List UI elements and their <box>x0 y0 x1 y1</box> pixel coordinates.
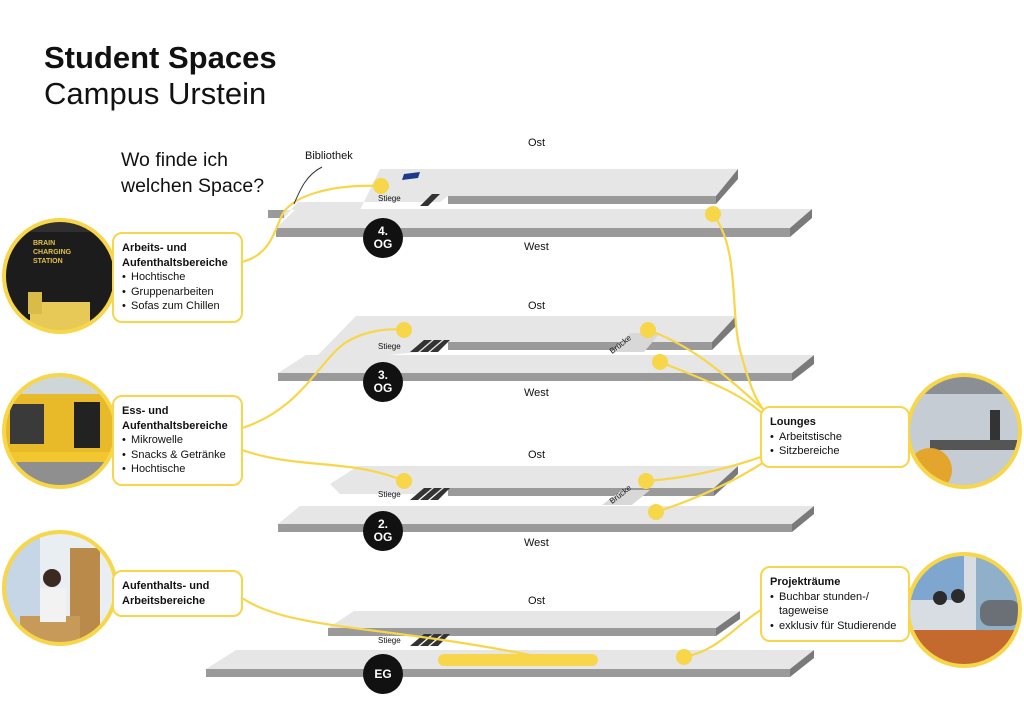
card-list: Hochtische Gruppenarbeiten Sofas zum Chi… <box>122 270 233 314</box>
card-projektraeume: Projekträume Buchbar stunden-/ tageweise… <box>760 566 910 643</box>
label-stiege-3og: Stiege <box>378 342 401 351</box>
location-dot-icon <box>373 178 721 665</box>
floor-2og-bridge <box>602 490 650 505</box>
photo-kitchen-area <box>4 375 116 487</box>
label-ost-4og: Ost <box>528 137 546 149</box>
label-stiege-4og: Stiege <box>378 194 401 203</box>
label-ost-eg: Ost <box>528 595 546 607</box>
card-eg-aufenthaltsbereiche: Aufenthalts- und Arbeitsbereiche <box>112 570 243 618</box>
card-heading: Aufenthaltsbereiche <box>122 256 228 269</box>
card-list: Buchbar stunden-/ tageweise exklusiv für… <box>770 590 900 634</box>
bibliothek-pointer <box>293 166 323 205</box>
floor-badge-suffix: OG <box>373 530 393 544</box>
list-item: Hochtische <box>122 270 233 285</box>
floor-badge-suffix: OG <box>373 237 393 251</box>
floor-badge-number: 3. <box>377 368 388 382</box>
label-stiege-2og: Stiege <box>378 490 401 499</box>
brain-charging-sign: BRAIN CHARGING STATION <box>33 239 71 266</box>
card-heading: Ess- und <box>122 405 169 417</box>
staircase-icon <box>410 340 450 352</box>
floor-badge-eg: EG <box>363 654 403 694</box>
floor-badge-4og: 4. OG <box>363 218 403 258</box>
floor-badge-3og: 3. OG <box>363 362 403 402</box>
card-heading: Projekträume <box>770 576 841 588</box>
photo-brain-charging-station <box>4 220 116 332</box>
floor-badge-number: 2. <box>377 517 388 531</box>
floor-badge-2og: 2. OG <box>363 511 403 551</box>
label-stiege-eg: Stiege <box>378 636 401 645</box>
label-bibliothek: Bibliothek <box>305 150 353 162</box>
card-4og-arbeitsbereiche: Arbeits- und Aufenthaltsbereiche Hochtis… <box>112 232 243 323</box>
page-title: Student Spaces Campus Urstein <box>44 40 277 112</box>
list-item: Sitzbereiche <box>770 444 900 459</box>
card-heading: Lounges <box>770 416 816 428</box>
floor-2og-west-wing <box>278 506 814 532</box>
floor-badge-number: 4. <box>377 224 388 238</box>
staircase-icon <box>402 172 440 206</box>
sign-line-2: CHARGING <box>33 249 72 256</box>
floor-3og-west-wing <box>278 355 814 381</box>
list-item: Arbeitstische <box>770 430 900 445</box>
list-item: Snacks & Getränke <box>122 448 233 463</box>
label-ost-3og: Ost <box>528 300 546 312</box>
list-item: Mikrowelle <box>122 433 233 448</box>
title-line-2: Campus Urstein <box>44 76 267 111</box>
photo-project-room <box>908 554 1020 666</box>
label-west-4og: West <box>524 241 549 253</box>
label-west-3og: West <box>524 387 549 399</box>
eg-lounge-area <box>438 654 598 666</box>
floor-badge-suffix: OG <box>373 381 393 395</box>
card-heading: Arbeits- und <box>122 242 187 254</box>
sign-line-3: STATION <box>33 258 63 265</box>
card-3og-essbereiche: Ess- und Aufenthaltsbereiche Mikrowelle … <box>112 395 243 486</box>
list-item: Buchbar stunden-/ tageweise <box>770 590 900 619</box>
list-item: Hochtische <box>122 462 233 477</box>
floor-4og-west-wing <box>276 209 812 237</box>
card-list: Arbeitstische Sitzbereiche <box>770 430 900 459</box>
label-west-2og: West <box>524 537 549 549</box>
list-item: Gruppenarbeiten <box>122 285 233 300</box>
question-heading: Wo finde ich welchen Space? <box>121 147 264 199</box>
card-lounges: Lounges Arbeitstische Sitzbereiche <box>760 406 910 468</box>
card-heading: Aufenthaltsbereiche <box>122 419 228 432</box>
question-line-1: Wo finde ich <box>121 149 228 171</box>
label-ost-2og: Ost <box>528 449 546 461</box>
floor-badge-number: EG <box>374 666 392 681</box>
connector-lines <box>240 184 766 659</box>
list-item: Sofas zum Chillen <box>122 299 233 314</box>
photo-lounge-meeting <box>908 375 1020 487</box>
question-line-2: welchen Space? <box>121 175 265 197</box>
sign-line-1: BRAIN <box>33 240 56 247</box>
staircase-icon <box>410 488 450 500</box>
card-list: Mikrowelle Snacks & Getränke Hochtische <box>122 433 233 477</box>
card-heading: Arbeitsbereiche <box>122 594 206 607</box>
floor-eg-north-wing <box>328 611 740 636</box>
photo-window-workspace <box>4 532 116 644</box>
title-line-1: Student Spaces <box>44 40 277 75</box>
card-heading: Aufenthalts- und <box>122 580 210 592</box>
list-item: exklusiv für Studierende <box>770 619 900 634</box>
